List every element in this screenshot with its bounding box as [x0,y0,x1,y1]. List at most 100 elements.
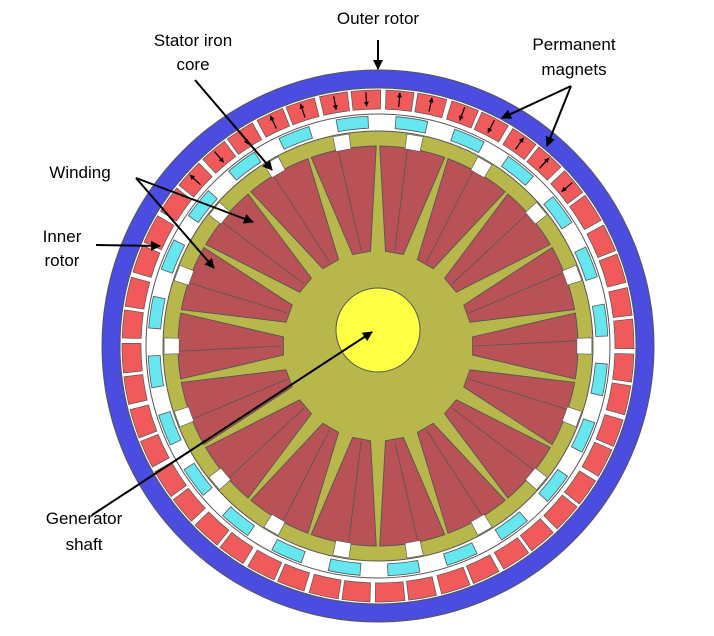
label-outer-rotor: Outer rotor [337,9,420,28]
slot-opening [263,513,286,536]
magnet-polarity-arrow [561,182,573,193]
outer-magnet [219,532,254,565]
inner-rotor-segment [158,411,182,446]
outer-magnet [608,287,633,318]
coil-divider [229,408,304,478]
callout-leaders [91,40,572,516]
inner-rotor-segment [570,418,596,453]
outer-magnet [123,374,148,405]
slot-opening [208,467,231,491]
coil-divider [338,151,362,251]
outer-magnet [595,414,624,447]
inner-rotor-segment [543,196,573,230]
inner-rotor-segment [148,295,166,330]
outer-magnet [465,554,500,584]
slot-opening [576,337,593,355]
coil-divider [468,273,563,314]
stator-slots [163,133,593,559]
inner-rotor-segment [494,511,528,541]
outer-magnet [247,549,283,581]
outer-magnet [374,581,406,603]
outer-magnet [569,194,602,231]
magnet-polarity-arrow [539,157,550,169]
slot-opening [173,406,195,428]
slot-opening [332,540,352,559]
label-stator-core-line2: core [176,55,209,74]
slot-opening [525,201,548,225]
coil-divider [394,150,408,251]
outer-magnet [194,511,230,546]
inner-rotor-segment [394,116,429,134]
outer-magnet [308,573,342,600]
outer-magnet [493,537,530,570]
magnet-polarity-arrows [189,92,573,193]
inner-rotor-segment [450,128,485,154]
slot-opening [525,467,548,491]
slot-opening [173,264,195,286]
shaft-leader [91,331,373,516]
inner-rotor-segment [387,559,421,577]
outer-magnet [598,253,627,288]
coil-divider [452,408,534,470]
outer-magnet [436,566,471,595]
inner-rotor-segment [591,303,609,337]
inner-rotor-segment [228,151,262,181]
slot-opening [404,133,424,152]
magnet-polarity-arrow [299,103,306,118]
outer-magnet [121,309,144,339]
slot-opening [404,540,424,559]
coil-divider [348,441,362,542]
inner-rotor-segment [147,355,165,389]
outer-magnet [581,441,613,477]
inner-rotor-segment [183,462,213,496]
outer-magnet [586,224,616,259]
magnet-polarity-arrow [269,115,277,129]
outer-magnet [612,353,635,383]
inner-rotor-segment [590,362,608,397]
outer-magnet [172,487,206,522]
coil-divider [394,441,418,541]
slot-opening [561,264,583,286]
coil-divider [474,340,576,347]
outer-magnet [140,433,170,468]
inner-rotor-segment [574,246,598,281]
coil-divider [180,345,282,352]
label-shaft-line2: shaft [66,535,103,554]
outer-magnet [132,245,161,278]
outer-magnet [129,404,158,439]
magnet-polarity-arrow [459,107,466,121]
magnet-polarity-arrow [428,97,434,112]
coil-divider [193,378,288,419]
outer-magnet [406,576,437,601]
coil-divider [452,214,527,284]
slot-opening [561,406,583,428]
outer-magnet [543,494,578,530]
outer-magnet [341,580,371,603]
coil-divider [426,429,482,516]
label-stator-core-line1: Stator iron [154,31,232,50]
slot-opening [332,133,352,152]
magnet-polarity-arrow [363,92,369,107]
winding-leader-a [135,177,254,224]
outer-magnet [121,342,143,374]
magnet-polarity-arrow [214,151,225,163]
inner-rotor-segment [271,538,306,564]
magnet-polarity-arrow [397,92,403,107]
magnet-polarity-arrow [332,95,338,111]
label-winding: Winding [49,163,110,182]
slot-opening [163,337,180,355]
label-magnets-line1: Permanent [532,35,615,54]
outer-magnet [605,382,632,416]
inner-rotor-segment [278,126,313,150]
inner-rotor-segment [160,239,186,274]
magnets-leader-a [501,85,572,119]
inner-rotor-segment [187,190,218,224]
outer-magnet [519,518,554,552]
inner-rotor-segment [327,558,362,576]
label-inner-rotor-line1: Inner [43,227,82,246]
coil-divider [190,282,287,314]
magnets-leader-b [545,85,572,147]
slot-opening [470,156,493,179]
inner-rotor-segment [538,468,569,502]
